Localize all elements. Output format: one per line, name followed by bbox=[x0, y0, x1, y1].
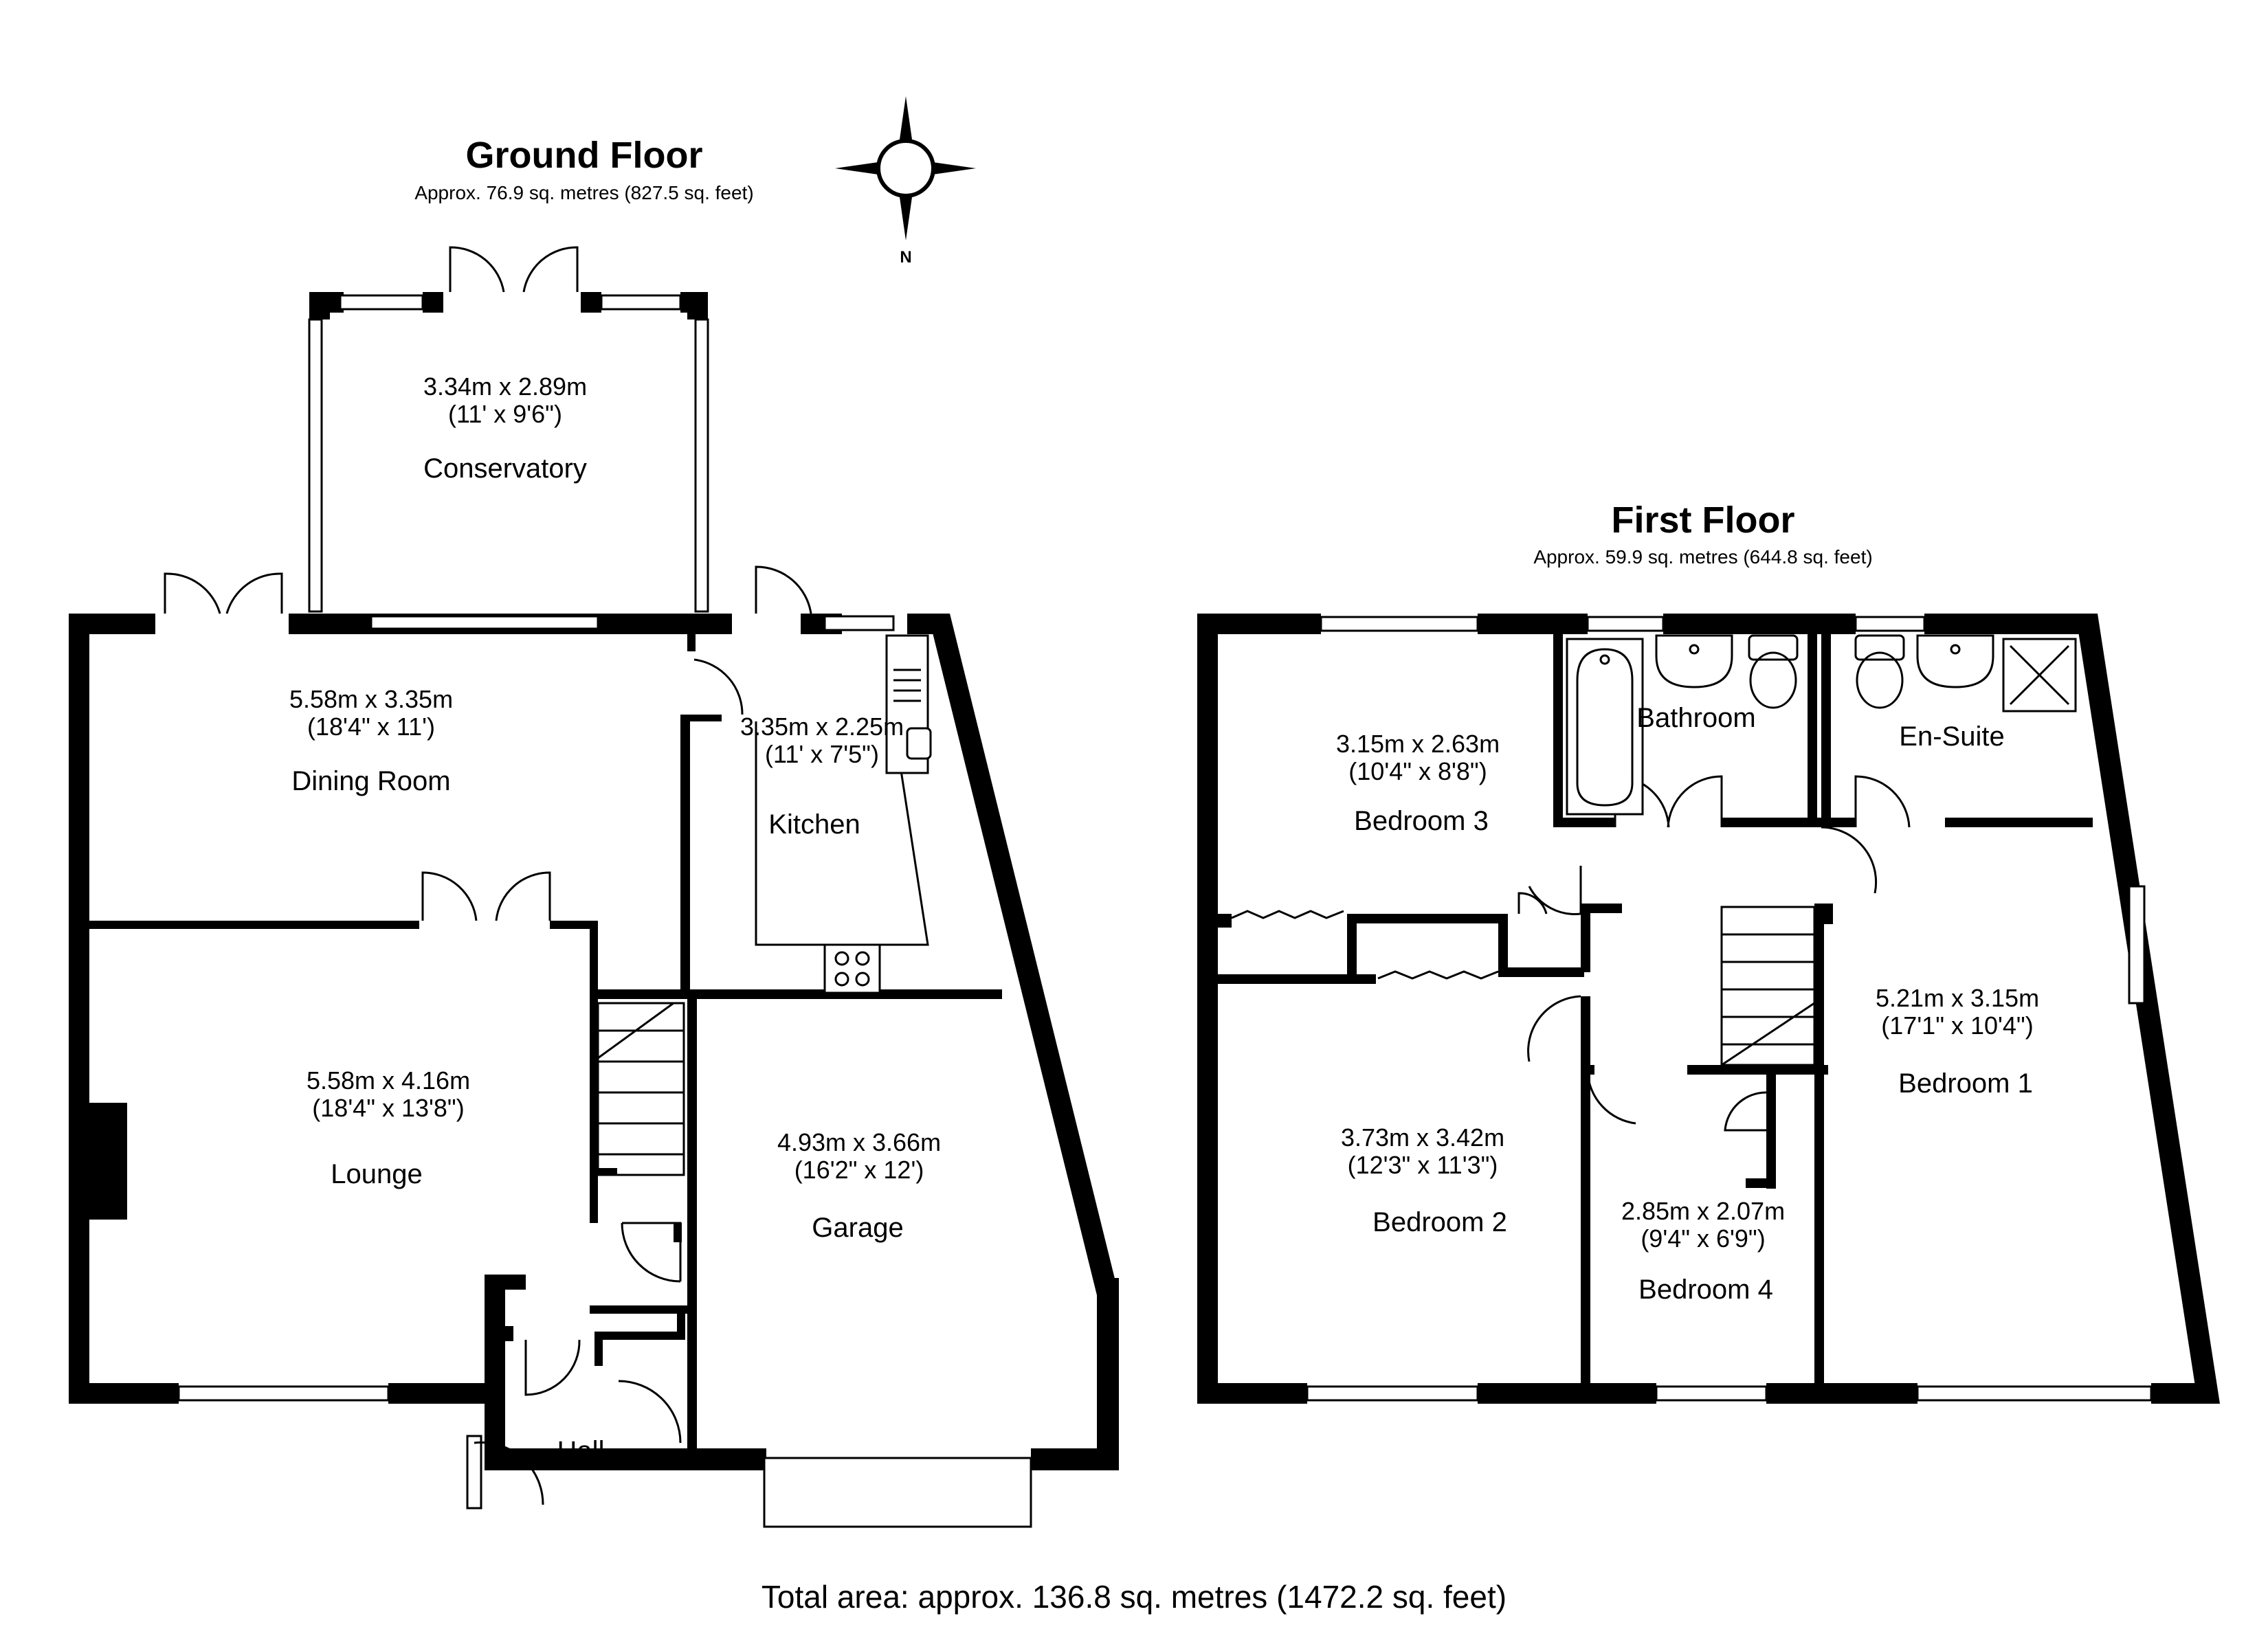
total-area: Total area: approx. 136.8 sq. metres (14… bbox=[761, 1579, 1507, 1615]
first-floor-interior-walls bbox=[1218, 634, 2093, 1395]
room-bedroom-1: 5.21m x 3.15m (17'1" x 10'4") Bedroom 1 bbox=[1876, 984, 2039, 1099]
en-suite-label: En-Suite bbox=[1899, 721, 2004, 752]
room-lounge: 5.58m x 4.16m (18'4" x 13'8") Lounge bbox=[307, 1066, 470, 1189]
room-conservatory: 3.34m x 2.89m (11' x 9'6") Conservatory bbox=[423, 372, 587, 484]
bedroom-1-label: Bedroom 1 bbox=[1898, 1068, 2033, 1099]
bedroom-3-dimensions-m: 3.15m x 2.63m bbox=[1336, 730, 1500, 758]
first-floor-plan: First Floor Approx. 59.9 sq. metres (644… bbox=[1197, 500, 2220, 1404]
first-floor-stairs bbox=[1720, 906, 1816, 1066]
garage-dimensions-ft: (16'2" x 12') bbox=[794, 1156, 924, 1184]
bedroom-3-dimensions-ft: (10'4" x 8'8") bbox=[1348, 757, 1487, 785]
room-bedroom-3: 3.15m x 2.63m (10'4" x 8'8") Bedroom 3 bbox=[1336, 730, 1500, 836]
compass-north-label: N bbox=[900, 248, 911, 267]
ground-floor-interior-walls bbox=[89, 634, 1002, 1457]
conservatory-label: Conservatory bbox=[423, 453, 587, 484]
bathroom-label: Bathroom bbox=[1636, 703, 1755, 733]
room-dining-room: 5.58m x 3.35m (18'4" x 11') Dining Room bbox=[289, 685, 453, 796]
kitchen-fixtures bbox=[755, 634, 932, 994]
kitchen-dimensions-ft: (11' x 7'5") bbox=[765, 740, 879, 768]
lounge-dimensions-ft: (18'4" x 13'8") bbox=[312, 1094, 464, 1122]
conservatory-dimensions-m: 3.34m x 2.89m bbox=[423, 372, 587, 401]
ground-floor-walls bbox=[69, 292, 1119, 1470]
room-kitchen: 3.35m x 2.25m (11' x 7'5") Kitchen bbox=[740, 713, 904, 840]
garage-dimensions-m: 4.93m x 3.66m bbox=[777, 1128, 941, 1156]
bedroom-1-dimensions-ft: (17'1" x 10'4") bbox=[1881, 1011, 2033, 1040]
bedroom-3-label: Bedroom 3 bbox=[1354, 806, 1489, 836]
ground-floor-doors bbox=[164, 246, 812, 1505]
dining-room-label: Dining Room bbox=[291, 766, 450, 796]
first-floor-wardrobes bbox=[1231, 910, 1499, 980]
room-en-suite: En-Suite bbox=[1899, 721, 2004, 752]
ground-floor-windows bbox=[177, 294, 1032, 1528]
bedroom-2-dimensions-m: 3.73m x 3.42m bbox=[1341, 1123, 1504, 1152]
first-floor-windows bbox=[1306, 616, 2153, 1402]
kitchen-dimensions-m: 3.35m x 2.25m bbox=[740, 713, 904, 741]
room-hall: Hall bbox=[557, 1436, 605, 1466]
bedroom-2-label: Bedroom 2 bbox=[1372, 1207, 1507, 1237]
compass: N bbox=[835, 96, 976, 267]
dining-room-dimensions-ft: (18'4" x 11') bbox=[307, 713, 435, 741]
bathroom-fixtures bbox=[1566, 634, 1799, 816]
first-floor-walls bbox=[1197, 614, 2220, 1404]
kitchen-label: Kitchen bbox=[768, 809, 860, 840]
room-bedroom-2: 3.73m x 3.42m (12'3" x 11'3") Bedroom 2 bbox=[1341, 1123, 1507, 1237]
ground-floor-title: Ground Floor bbox=[466, 135, 703, 176]
bedroom-1-dimensions-m: 5.21m x 3.15m bbox=[1876, 984, 2039, 1012]
first-floor-doors bbox=[1517, 775, 1911, 1132]
hall-label: Hall bbox=[557, 1436, 605, 1466]
ground-floor-plan: Ground Floor Approx. 76.9 sq. metres (82… bbox=[69, 135, 1119, 1528]
first-floor-title: First Floor bbox=[1612, 500, 1795, 541]
bedroom-2-dimensions-ft: (12'3" x 11'3") bbox=[1348, 1151, 1498, 1179]
dining-room-dimensions-m: 5.58m x 3.35m bbox=[289, 685, 453, 713]
room-bedroom-4: 2.85m x 2.07m (9'4" x 6'9") Bedroom 4 bbox=[1621, 1197, 1785, 1305]
bedroom-4-dimensions-m: 2.85m x 2.07m bbox=[1621, 1197, 1785, 1225]
garage-label: Garage bbox=[812, 1213, 903, 1243]
room-bathroom: Bathroom bbox=[1636, 703, 1755, 733]
room-garage: 4.93m x 3.66m (16'2" x 12') Garage bbox=[777, 1128, 941, 1243]
lounge-label: Lounge bbox=[331, 1159, 422, 1189]
ground-floor-area: Approx. 76.9 sq. metres (827.5 sq. feet) bbox=[414, 182, 753, 203]
bedroom-4-dimensions-ft: (9'4" x 6'9") bbox=[1641, 1224, 1765, 1253]
conservatory-dimensions-ft: (11' x 9'6") bbox=[448, 400, 562, 428]
en-suite-fixtures bbox=[1854, 634, 2077, 713]
lounge-dimensions-m: 5.58m x 4.16m bbox=[307, 1066, 470, 1095]
ground-floor-stairs bbox=[597, 1002, 685, 1176]
bedroom-4-label: Bedroom 4 bbox=[1638, 1275, 1773, 1305]
first-floor-area: Approx. 59.9 sq. metres (644.8 sq. feet) bbox=[1533, 546, 1872, 568]
